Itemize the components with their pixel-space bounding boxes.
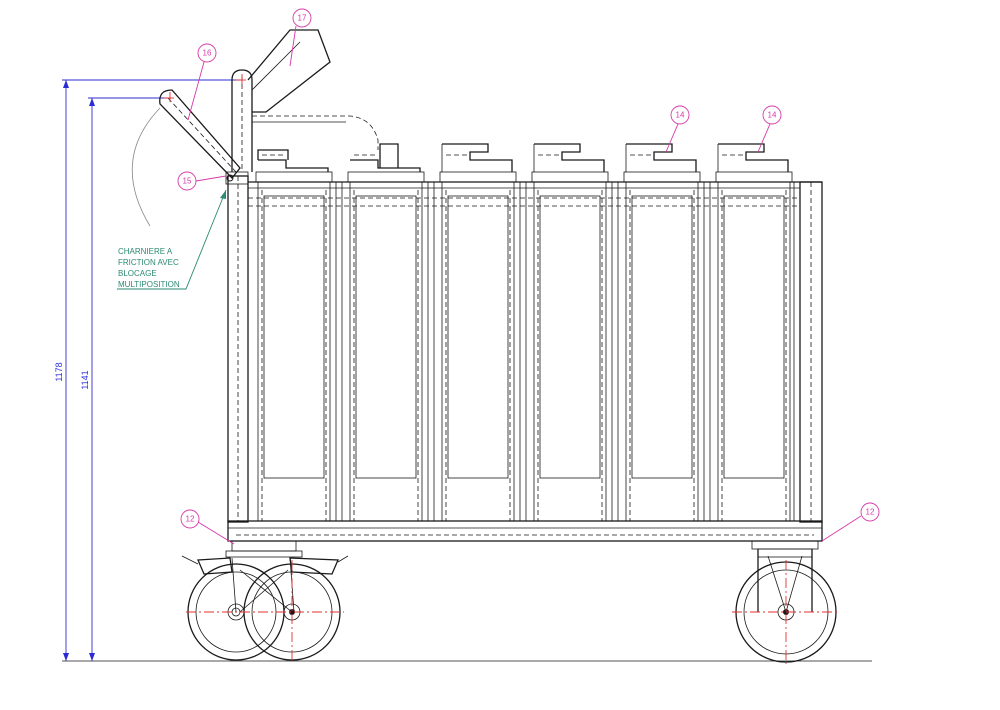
dimension-overall-height: 1178 <box>54 79 240 661</box>
balloon-14-a: 14 <box>665 105 690 153</box>
left-casters <box>181 540 349 662</box>
svg-text:14: 14 <box>676 111 685 120</box>
note-line-3: BLOCAGE <box>118 269 157 278</box>
dimension-label-handle: 1141 <box>80 370 90 389</box>
note-line-4: MULTIPOSITION <box>118 280 180 289</box>
svg-text:12: 12 <box>186 515 195 524</box>
balloon-12-b: 12 <box>821 502 880 542</box>
svg-text:14: 14 <box>768 111 777 120</box>
bin-3 <box>439 143 517 522</box>
balloon-15: 15 <box>177 171 227 191</box>
bin-2 <box>347 143 425 522</box>
dimension-label-overall: 1178 <box>54 362 64 381</box>
hinge-note: CHARNIERE A FRICTION AVEC BLOCAGE MULTIP… <box>117 189 227 290</box>
bin-4 <box>531 143 609 522</box>
right-caster <box>732 540 840 664</box>
lid-swing-arc <box>131 107 161 227</box>
dimension-handle-height: 1141 <box>80 97 168 661</box>
lid-assembly <box>159 29 379 185</box>
note-line-2: FRICTION AVEC <box>118 258 179 267</box>
balloon-14-b: 14 <box>757 105 782 153</box>
bin-5 <box>623 143 701 522</box>
balloon-17: 17 <box>289 8 312 67</box>
bin-1 <box>255 149 333 522</box>
svg-text:17: 17 <box>298 14 307 23</box>
note-line-1: CHARNIERE A <box>118 247 173 256</box>
balloon-12-a: 12 <box>180 509 235 545</box>
svg-text:12: 12 <box>866 508 875 517</box>
bin-6 <box>715 143 793 522</box>
cart-frame <box>227 175 823 542</box>
svg-text:16: 16 <box>203 49 212 58</box>
svg-text:15: 15 <box>183 177 192 186</box>
balloon-16: 16 <box>187 43 217 121</box>
